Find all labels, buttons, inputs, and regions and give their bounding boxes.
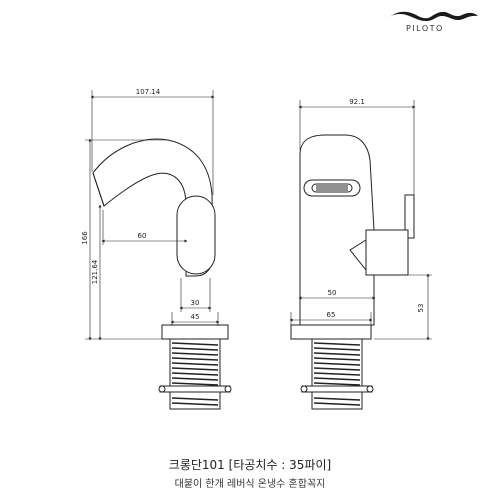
thread-ridge bbox=[313, 362, 361, 366]
brand-logo-icon bbox=[388, 11, 478, 21]
dim-side-width: 92.1 bbox=[349, 98, 365, 106]
front-threaded-shank bbox=[158, 338, 232, 410]
side-aerator bbox=[303, 179, 361, 197]
dim-side-base-width: 65 bbox=[327, 311, 336, 319]
front-spout-tip bbox=[92, 172, 105, 207]
product-description: 대붙이 한개 레버식 온냉수 혼합꼭지 bbox=[174, 479, 326, 490]
thread-ridge bbox=[313, 367, 361, 371]
dim-front-height-lower: 121.64 bbox=[91, 259, 99, 284]
side-threaded-shank bbox=[300, 338, 374, 410]
dim-front-body-width: 30 bbox=[191, 299, 200, 307]
dim-front-base-width: 45 bbox=[191, 313, 200, 321]
thread-ridge bbox=[171, 382, 219, 386]
dim-side-body-width: 50 bbox=[328, 289, 337, 297]
front-lock-nut bbox=[159, 385, 231, 393]
thread-ridge bbox=[313, 352, 361, 356]
thread-ridge bbox=[171, 357, 219, 361]
thread-ridge bbox=[171, 402, 219, 406]
thread-ridge bbox=[313, 347, 361, 351]
thread-ridge bbox=[313, 397, 361, 401]
front-dimensions bbox=[85, 90, 220, 341]
front-base-flange bbox=[161, 324, 229, 340]
side-faucet-body bbox=[299, 134, 375, 326]
side-base-flange bbox=[290, 324, 372, 340]
thread-ridge bbox=[171, 372, 219, 376]
dim-front-spout-reach: 60 bbox=[138, 232, 147, 240]
side-view bbox=[290, 134, 415, 340]
side-dimensions bbox=[289, 100, 432, 341]
product-title: 크롱단101 [타공치수 : 35파이] bbox=[168, 458, 332, 472]
dim-side-handle-height: 53 bbox=[417, 304, 425, 313]
thread-ridge bbox=[171, 362, 219, 366]
side-lever-block bbox=[365, 229, 409, 276]
thread-ridge bbox=[313, 372, 361, 376]
front-view bbox=[92, 138, 229, 340]
thread-ridge bbox=[171, 347, 219, 351]
thread-ridge bbox=[313, 342, 361, 346]
thread-ridge bbox=[313, 377, 361, 381]
brand-name: PILOTO bbox=[406, 24, 444, 33]
dim-front-height: 166 bbox=[81, 231, 89, 245]
thread-ridge bbox=[171, 342, 219, 346]
dim-front-width: 107.14 bbox=[136, 88, 161, 96]
side-lock-nut bbox=[301, 385, 373, 393]
thread-ridge bbox=[313, 382, 361, 386]
front-lever-handle bbox=[176, 195, 216, 275]
thread-ridge bbox=[171, 397, 219, 401]
thread-ridge bbox=[171, 377, 219, 381]
thread-ridge bbox=[171, 367, 219, 371]
thread-ridge bbox=[313, 402, 361, 406]
thread-ridge bbox=[313, 357, 361, 361]
thread-ridge bbox=[171, 352, 219, 356]
